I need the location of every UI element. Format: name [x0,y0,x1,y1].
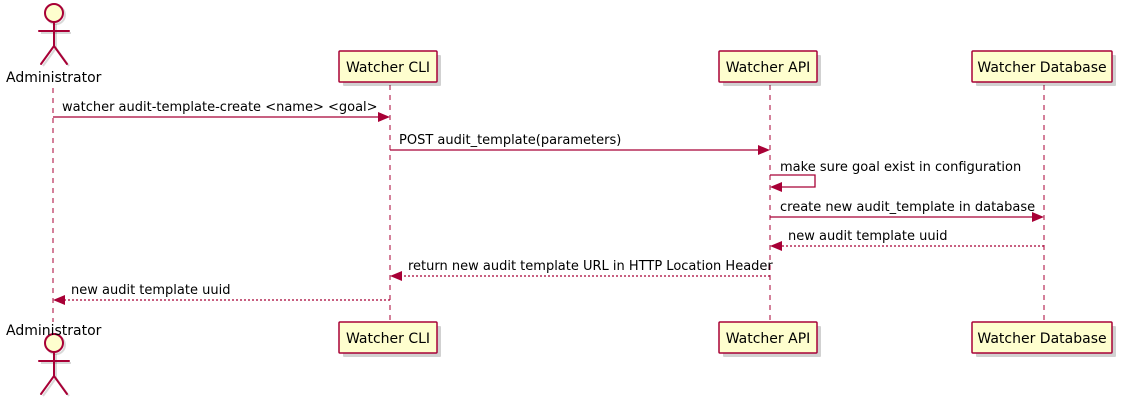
actor-leg-right-icon [53,375,68,395]
participant-watcher-database-top[interactable]: Watcher Database [971,50,1116,86]
participant-box[interactable] [718,50,818,83]
message-label-3: make sure goal exist in configuration [780,160,1021,175]
participant-box[interactable] [718,321,818,354]
message-label-6: return new audit template URL in HTTP Lo… [408,259,773,274]
arrow-head-right-icon [758,145,770,155]
actor-label-administrator-top: Administrator [6,70,102,86]
participant-label-watcher-api: Watcher API [726,331,811,347]
participant-label-watcher-database: Watcher Database [977,331,1106,347]
lifelines [52,85,1045,323]
message-label-1: watcher audit-template-create <name> <go… [62,100,378,115]
message-5[interactable]: new audit template uuid [770,229,1044,251]
participant-label-watcher-api: Watcher API [726,60,811,76]
message-6[interactable]: return new audit template URL in HTTP Lo… [390,259,773,281]
arrow-head-left-icon [390,271,402,281]
participant-watcher-cli-bottom[interactable]: Watcher CLI [338,321,441,357]
participant-box[interactable] [338,321,438,354]
participant-label-watcher-database: Watcher Database [977,60,1106,76]
actor-label-administrator-bottom: Administrator [6,323,102,339]
participant-box[interactable] [971,50,1113,83]
message-4[interactable]: create new audit_template in database [770,200,1044,222]
arrow-head-left-icon [53,295,65,305]
actor-head-icon [44,3,64,23]
arrow-head-right-icon [378,112,390,122]
message-label-5: new audit template uuid [788,229,947,244]
participant-label-watcher-cli: Watcher CLI [346,331,430,347]
participant-box[interactable] [971,321,1113,354]
self-message-loop [770,174,816,188]
participant-label-watcher-cli: Watcher CLI [346,60,430,76]
actor-leg-left-icon [40,45,55,65]
arrow-head-right-icon [1032,212,1044,222]
actor-administrator-top[interactable]: Administrator [6,3,102,86]
message-7[interactable]: new audit template uuid [53,283,390,305]
arrow-head-left-icon [770,182,782,192]
message-1[interactable]: watcher audit-template-create <name> <go… [53,100,390,122]
participant-watcher-database-bottom[interactable]: Watcher Database [971,321,1116,357]
actor-leg-left-icon [40,375,55,395]
arrow-head-left-icon [770,241,782,251]
actor-administrator-bottom[interactable]: Administrator [6,323,102,397]
message-label-4: create new audit_template in database [780,200,1035,215]
participant-watcher-api-top[interactable]: Watcher API [718,50,821,86]
actor-leg-right-icon [53,45,68,65]
message-label-2: POST audit_template(parameters) [399,133,621,148]
participant-box[interactable] [338,50,438,83]
message-label-7: new audit template uuid [71,283,230,298]
participant-watcher-cli-top[interactable]: Watcher CLI [338,50,441,86]
participant-watcher-api-bottom[interactable]: Watcher API [718,321,821,357]
message-3-self[interactable]: make sure goal exist in configuration [770,160,1021,192]
message-2[interactable]: POST audit_template(parameters) [390,133,770,155]
